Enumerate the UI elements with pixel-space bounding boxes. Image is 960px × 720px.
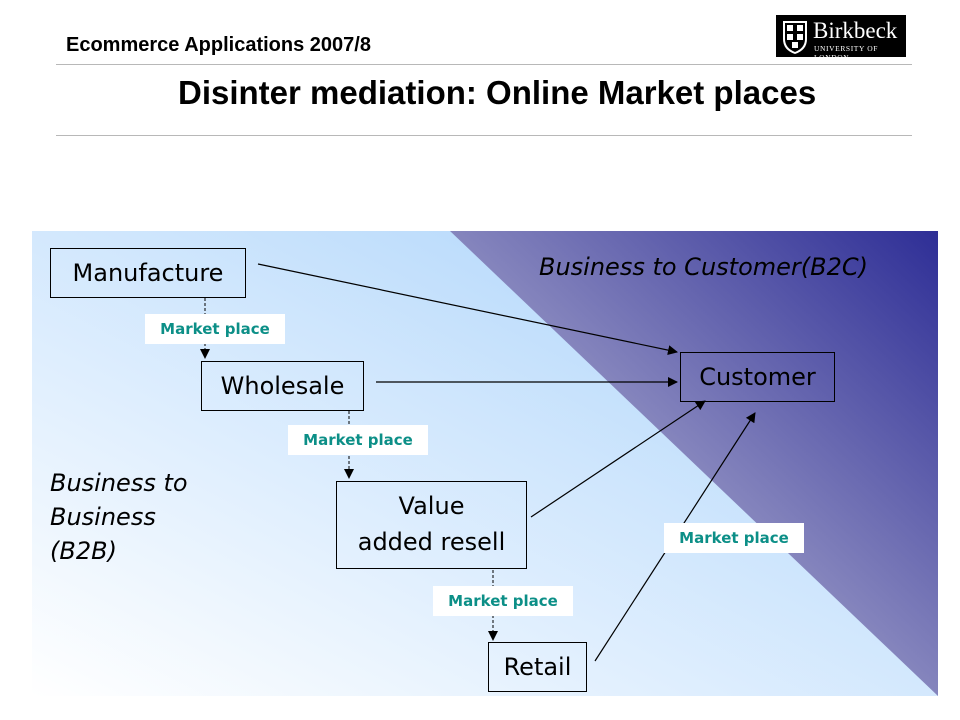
market-place-label-2: Market place: [288, 425, 428, 455]
crest-icon: [783, 21, 807, 54]
region-b2b-line3: (B2B): [50, 537, 117, 565]
node-manufacture-label: Manufacture: [72, 259, 224, 287]
market-place-label-4: Market place: [664, 523, 804, 553]
node-value-label-line2: added resell: [357, 528, 506, 556]
logo-subtitle: UNIVERSITY OF LONDON: [814, 44, 878, 62]
region-b2b-line2: Business: [50, 503, 156, 531]
region-label-b2b: Business to Business (B2B): [50, 466, 188, 568]
diagram-background: [32, 231, 938, 696]
market-place-label-1: Market place: [145, 314, 285, 344]
slide-title: Disinter mediation: Online Market places: [178, 74, 817, 111]
node-wholesale: Wholesale: [201, 361, 364, 411]
node-customer-label: Customer: [699, 363, 816, 391]
node-retail-label: Retail: [503, 653, 572, 681]
market-place-label-3: Market place: [433, 586, 573, 616]
region-b2b-line1: Business to: [50, 469, 188, 497]
node-value-added-resell: Value added resell: [336, 481, 527, 569]
header-divider: [56, 64, 912, 65]
node-value-label-line1: Value: [398, 492, 465, 520]
title-divider: [56, 135, 912, 136]
logo-name: Birkbeck: [813, 18, 898, 43]
node-wholesale-label: Wholesale: [220, 372, 345, 400]
course-title: Ecommerce Applications 2007/8: [66, 34, 371, 56]
node-customer: Customer: [680, 352, 835, 402]
region-label-b2c: Business to Customer(B2C): [539, 253, 868, 281]
node-retail: Retail: [488, 642, 587, 692]
node-manufacture: Manufacture: [50, 248, 246, 298]
birkbeck-logo: Birkbeck UNIVERSITY OF LONDON: [776, 15, 906, 62]
